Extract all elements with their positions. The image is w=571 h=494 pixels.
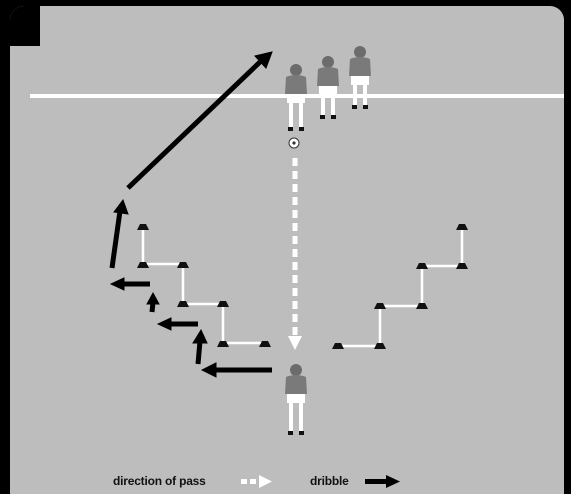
legend: direction of pass dribble xyxy=(10,464,564,494)
ball-icon xyxy=(288,137,300,149)
legend-pass-label: direction of pass xyxy=(113,474,206,488)
drill-diagram-frame: direction of pass dribble xyxy=(10,6,564,494)
player-bottom xyxy=(285,364,307,435)
legend-dribble-label: dribble xyxy=(310,474,349,488)
dribble-arrows xyxy=(109,51,273,378)
player-top-2 xyxy=(317,56,339,119)
legend-dribble-arrow-icon xyxy=(365,475,400,488)
player-top-3 xyxy=(349,46,371,109)
legend-icons xyxy=(241,475,400,488)
left-cones xyxy=(137,224,271,347)
frame-corner xyxy=(10,6,40,46)
legend-pass-arrow-icon xyxy=(241,475,272,488)
right-staircase xyxy=(338,228,464,348)
pass-arrow-head xyxy=(288,336,302,350)
drill-diagram xyxy=(30,46,564,435)
player-top-1 xyxy=(285,64,307,131)
right-cones xyxy=(332,224,468,349)
